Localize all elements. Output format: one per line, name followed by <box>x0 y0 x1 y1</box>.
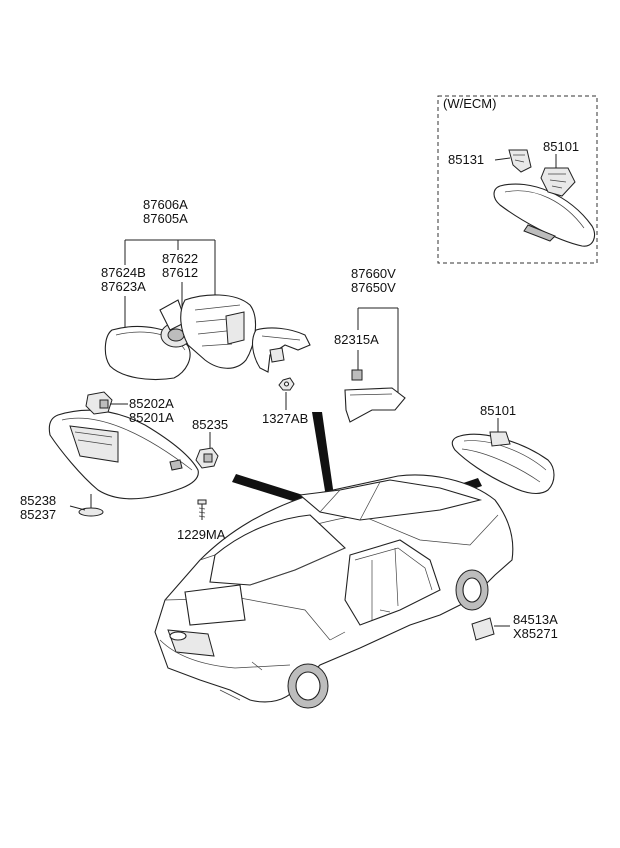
ecm-cover <box>508 149 532 173</box>
leader-85238 <box>69 505 86 511</box>
label-87605A: 87605A <box>143 211 188 226</box>
leader-85131 <box>494 157 511 161</box>
car-body <box>154 474 514 709</box>
label-87623A: 87623A <box>101 279 146 294</box>
label-1229MA: 1229MA <box>177 527 226 542</box>
label-82315A: 82315A <box>334 332 379 347</box>
label-87622: 87622 <box>162 251 199 266</box>
nut <box>278 377 295 391</box>
outside-mirror-housing <box>180 294 257 369</box>
sunvisor-bracket <box>85 391 113 415</box>
label-85235: 85235 <box>192 417 229 432</box>
label-87606A: 87606A <box>143 197 188 212</box>
label-85101-ecm: 85101 <box>543 139 580 154</box>
mirror-base <box>251 327 311 373</box>
clip <box>351 369 363 381</box>
label-87660V: 87660V <box>351 266 396 281</box>
ecm-inside-mirror <box>493 167 596 247</box>
variant-box-title: (W/ECM) <box>443 96 497 111</box>
label-85238: 85238 <box>20 493 57 508</box>
bracket-87660V <box>357 307 399 395</box>
label-85202A: 85202A <box>129 396 174 411</box>
bracket-87606A <box>124 239 216 328</box>
label-1327AB: 1327AB <box>262 411 309 426</box>
label-85131: 85131 <box>448 152 485 167</box>
label-84513A: 84513A <box>513 612 558 627</box>
label-85101: 85101 <box>480 403 517 418</box>
caution-label <box>471 617 495 641</box>
screw <box>197 499 207 520</box>
label-87624B: 87624B <box>101 265 146 280</box>
label-85237: 85237 <box>20 507 57 522</box>
inside-mirror <box>451 431 555 495</box>
door-trim <box>344 387 406 423</box>
label-85201A: 85201A <box>129 410 174 425</box>
label-X85271: X85271 <box>513 626 558 641</box>
label-87612: 87612 <box>162 265 199 280</box>
visor-retainer <box>195 447 219 469</box>
sunvisor <box>48 409 199 500</box>
label-87650V: 87650V <box>351 280 396 295</box>
ecm-variant-box <box>437 95 598 264</box>
